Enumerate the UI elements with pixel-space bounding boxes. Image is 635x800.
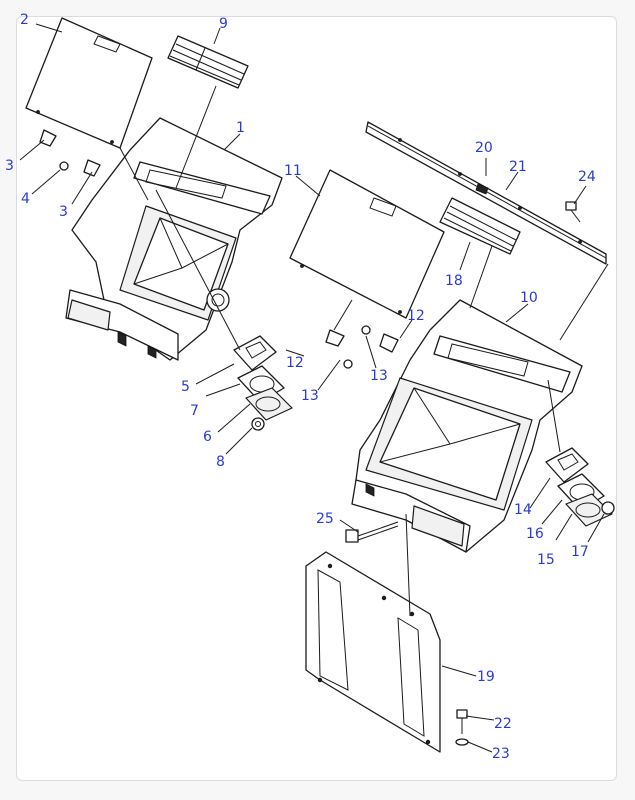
callout-10: 10	[520, 290, 538, 306]
callout-13-right: 13	[370, 368, 388, 384]
part-vent-assembly-right	[545, 447, 615, 527]
callout-labels: 2 9 1 3 4 3 11 20 21 24 18 10 12 12 13 1…	[5, 12, 596, 762]
callout-24: 24	[578, 169, 596, 185]
callout-3-top: 3	[5, 158, 14, 174]
callout-8: 8	[216, 454, 225, 470]
callout-12-right: 12	[407, 308, 425, 324]
callout-14: 14	[514, 502, 532, 518]
callout-9: 9	[219, 16, 228, 32]
callout-15: 15	[537, 552, 555, 568]
part-bolt-top-right	[565, 201, 581, 223]
leader-lines	[19, 23, 609, 753]
callout-7: 7	[190, 403, 199, 419]
callout-4: 4	[21, 191, 30, 207]
part-hinge-clips-middle	[325, 325, 399, 369]
part-vent-assembly-left	[233, 335, 293, 431]
callout-22: 22	[494, 716, 512, 732]
callout-18: 18	[445, 273, 463, 289]
part-console-housing-right	[351, 299, 583, 553]
callout-1: 1	[236, 120, 245, 136]
part-mounting-strip	[365, 121, 607, 265]
callout-5: 5	[181, 379, 190, 395]
callout-19: 19	[477, 669, 495, 685]
part-lower-cover-plate	[305, 551, 441, 753]
part-console-housing-left	[65, 117, 283, 361]
callout-2: 2	[20, 12, 29, 28]
part-bolt-22	[456, 709, 468, 734]
callout-3-bottom: 3	[59, 204, 68, 220]
part-vent-grille-right	[439, 197, 521, 255]
callout-17: 17	[571, 544, 589, 560]
part-vent-grille-left	[167, 35, 249, 89]
callout-23: 23	[492, 746, 510, 762]
part-bolt-25	[345, 521, 399, 543]
callout-11: 11	[284, 163, 302, 179]
callout-20: 20	[475, 140, 493, 156]
callout-16: 16	[526, 526, 544, 542]
callout-25: 25	[316, 511, 334, 527]
part-hinge-clips-left	[39, 129, 101, 177]
callout-21: 21	[509, 159, 527, 175]
part-lid-middle	[289, 169, 445, 319]
callout-13-left: 13	[301, 388, 319, 404]
callout-12-left: 12	[286, 355, 304, 371]
part-washer-23	[455, 738, 469, 746]
part-lid-left	[25, 17, 153, 149]
callout-6: 6	[203, 429, 212, 445]
